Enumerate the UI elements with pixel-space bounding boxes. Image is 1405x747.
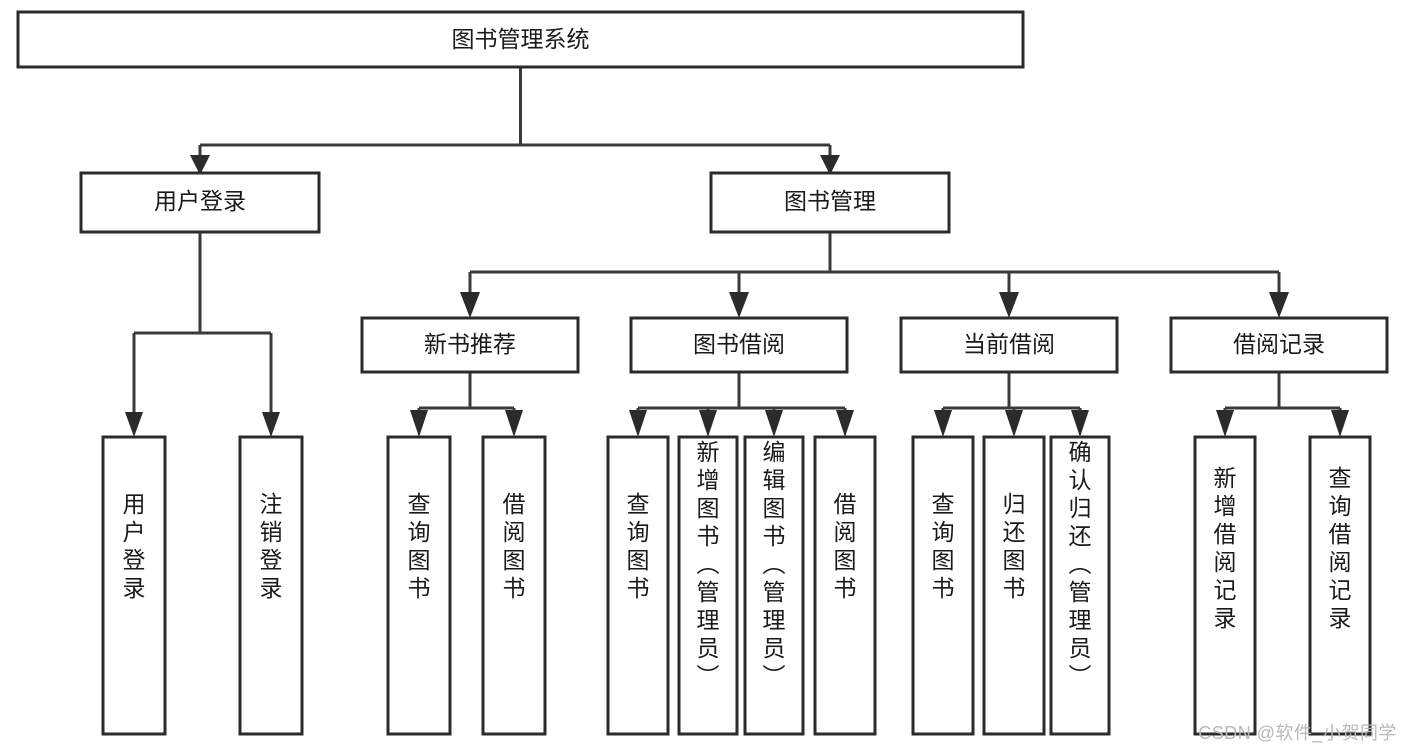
- arrowhead-leaf-query-book-2: [629, 410, 647, 437]
- node-leaf-edit-book-box[interactable]: [743, 435, 805, 736]
- node-leaf-borrow-book-1-label: 借阅图书: [503, 491, 526, 601]
- arrowhead-book-manage: [820, 155, 840, 175]
- node-leaf-query-record-box[interactable]: [1308, 435, 1372, 736]
- arrowhead-leaf-add-record: [1216, 410, 1234, 437]
- node-leaf-add-record[interactable]: 新增借阅记录: [1193, 435, 1257, 736]
- node-leaf-add-record-label: 新增借阅记录: [1214, 465, 1237, 631]
- connector-group-book-manage: [460, 232, 1289, 318]
- node-leaf-user-logout[interactable]: 注销登录: [238, 435, 304, 736]
- arrowhead-leaf-edit-book: [765, 410, 783, 437]
- node-new-book-recommend-box[interactable]: [360, 316, 580, 374]
- node-leaf-edit-book-label: 编辑图书︵管理员︶: [763, 439, 786, 689]
- arrowhead-leaf-query-book-1: [410, 410, 428, 437]
- arrowhead-leaf-user-login: [125, 412, 143, 437]
- node-leaf-confirm-return-box[interactable]: [1049, 435, 1111, 736]
- node-leaf-confirm-return-label: 确认归还︵管理员︶: [1069, 439, 1092, 689]
- node-leaf-query-book-2-box[interactable]: [606, 435, 670, 736]
- node-borrow-record-label: 借阅记录: [1233, 331, 1325, 357]
- node-leaf-user-login[interactable]: 用户登录: [101, 435, 167, 736]
- node-borrow-record-box[interactable]: [1169, 316, 1389, 374]
- arrowhead-leaf-borrow-book-2: [836, 410, 854, 437]
- node-leaf-confirm-return[interactable]: 确认归还︵管理员︶: [1049, 435, 1111, 736]
- node-leaf-query-book-3-label: 查询图书: [932, 491, 955, 601]
- node-leaf-borrow-book-1-box[interactable]: [481, 435, 547, 736]
- node-leaf-query-book-2-label: 查询图书: [627, 491, 650, 601]
- node-new-book-recommend-label: 新书推荐: [424, 331, 516, 357]
- arrowhead-leaf-query-book-3: [934, 410, 952, 437]
- node-root[interactable]: 图书管理系统: [16, 10, 1025, 69]
- node-leaf-add-book-box[interactable]: [677, 435, 739, 736]
- arrowhead-borrow-record: [1269, 292, 1289, 318]
- node-new-book-recommend[interactable]: 新书推荐: [360, 316, 580, 374]
- node-book-borrow-box[interactable]: [629, 316, 849, 374]
- arrowhead-leaf-query-record: [1331, 410, 1349, 437]
- connector-group-current-borrow: [934, 372, 1089, 437]
- node-leaf-return-book-label: 归还图书: [1003, 491, 1026, 601]
- node-current-borrow-box[interactable]: [899, 316, 1119, 374]
- arrowhead-leaf-return-book: [1005, 410, 1023, 437]
- node-leaf-borrow-book-1[interactable]: 借阅图书: [481, 435, 547, 736]
- node-leaf-query-book-2[interactable]: 查询图书: [606, 435, 670, 736]
- node-book-manage-label: 图书管理: [784, 188, 876, 214]
- arrowhead-book-borrow: [729, 292, 749, 318]
- node-leaf-add-book[interactable]: 新增图书︵管理员︶: [677, 435, 739, 736]
- connector-group-book-borrow: [629, 372, 854, 437]
- node-leaf-borrow-book-2-box[interactable]: [813, 435, 877, 736]
- connector-group-user-login: [125, 232, 280, 437]
- node-user-login-label: 用户登录: [154, 188, 246, 214]
- connector-group-root: [190, 67, 840, 175]
- node-book-borrow-label: 图书借阅: [693, 331, 785, 357]
- arrowhead-leaf-add-book: [699, 410, 717, 437]
- node-leaf-query-record[interactable]: 查询借阅记录: [1308, 435, 1372, 736]
- arrowhead-current-borrow: [999, 292, 1019, 318]
- node-leaf-user-login-label: 用户登录: [123, 491, 146, 601]
- node-leaf-user-logout-box[interactable]: [238, 435, 304, 736]
- node-leaf-user-login-box[interactable]: [101, 435, 167, 736]
- arrowhead-leaf-borrow-book-1: [505, 410, 523, 437]
- node-borrow-record[interactable]: 借阅记录: [1169, 316, 1389, 374]
- node-leaf-return-book-box[interactable]: [982, 435, 1046, 736]
- node-leaf-query-record-label: 查询借阅记录: [1329, 465, 1352, 631]
- node-leaf-query-book-1-box[interactable]: [386, 435, 452, 736]
- node-user-login[interactable]: 用户登录: [79, 171, 321, 234]
- arrowhead-leaf-user-logout: [262, 412, 280, 437]
- node-leaf-borrow-book-2[interactable]: 借阅图书: [813, 435, 877, 736]
- node-leaf-query-book-3-box[interactable]: [911, 435, 975, 736]
- node-root-label: 图书管理系统: [452, 26, 590, 52]
- node-leaf-query-book-1[interactable]: 查询图书: [386, 435, 452, 736]
- node-leaf-query-book-1-label: 查询图书: [408, 491, 431, 601]
- arrowhead-leaf-confirm-return: [1071, 410, 1089, 437]
- connector-group-new-book-recommend: [410, 372, 523, 437]
- node-book-borrow[interactable]: 图书借阅: [629, 316, 849, 374]
- node-book-manage-box[interactable]: [709, 171, 951, 234]
- connector-group-borrow-record: [1216, 372, 1349, 437]
- node-current-borrow-label: 当前借阅: [963, 331, 1055, 357]
- node-leaf-query-book-3[interactable]: 查询图书: [911, 435, 975, 736]
- arrowhead-new-book-recommend: [460, 292, 480, 318]
- arrowhead-user-login: [190, 155, 210, 175]
- node-leaf-borrow-book-2-label: 借阅图书: [834, 491, 857, 601]
- node-leaf-edit-book[interactable]: 编辑图书︵管理员︶: [743, 435, 805, 736]
- node-leaf-return-book[interactable]: 归还图书: [982, 435, 1046, 736]
- node-leaf-add-record-box[interactable]: [1193, 435, 1257, 736]
- node-leaf-add-book-label: 新增图书︵管理员︶: [697, 439, 720, 689]
- node-root-box[interactable]: [16, 10, 1025, 69]
- node-user-login-box[interactable]: [79, 171, 321, 234]
- node-leaf-user-logout-label: 注销登录: [260, 491, 283, 601]
- node-current-borrow[interactable]: 当前借阅: [899, 316, 1119, 374]
- node-book-manage[interactable]: 图书管理: [709, 171, 951, 234]
